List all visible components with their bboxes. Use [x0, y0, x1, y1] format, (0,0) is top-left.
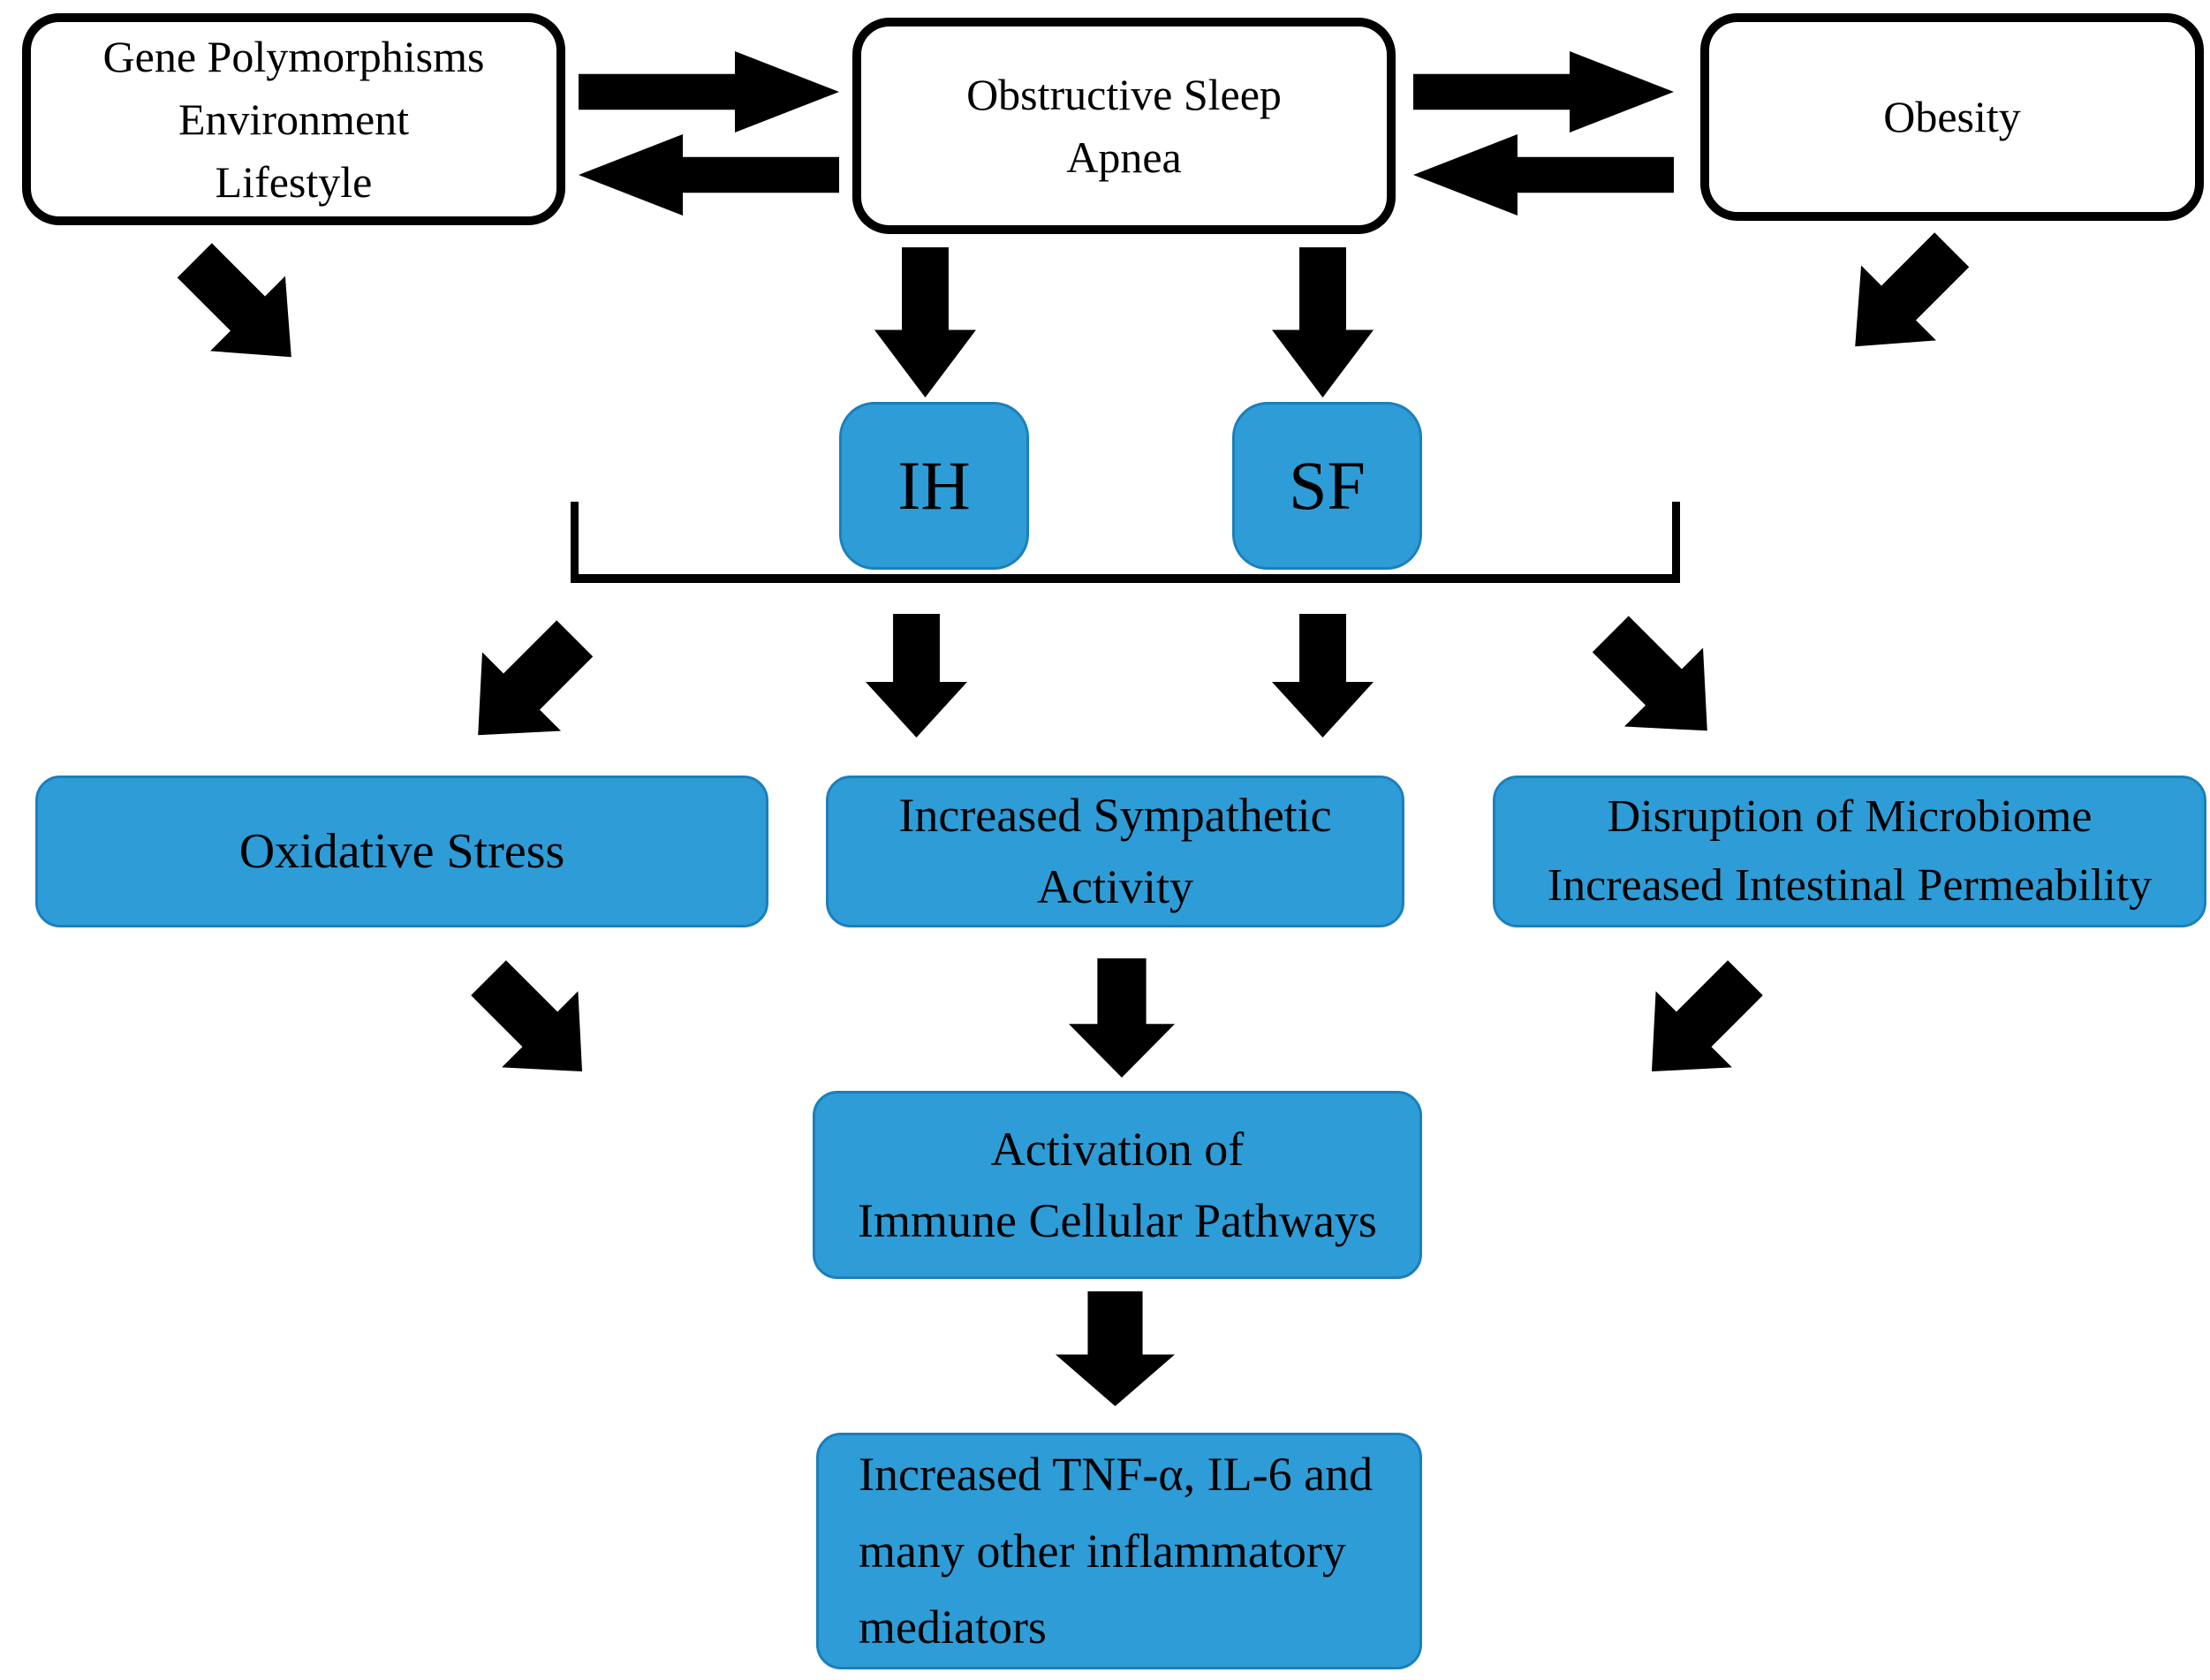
- node-label: Increased Sympathetic Activity: [898, 789, 1332, 913]
- arrow-left-icon: [579, 134, 839, 216]
- arrow-down-icon: [866, 614, 967, 738]
- node-sf: SF: [1232, 402, 1422, 570]
- node-oxidative-stress: Oxidative Stress: [35, 776, 768, 927]
- node-label: Disruption of Microbiome Increased Intes…: [1547, 791, 2153, 911]
- node-label: Obstructive Sleep Apnea: [966, 69, 1282, 182]
- node-label: IH: [897, 446, 971, 524]
- grouping-bracket: [571, 502, 1680, 583]
- node-microbiome-disruption-permeability: Disruption of Microbiome Increased Intes…: [1493, 776, 2206, 927]
- arrow-diagonal-down-right-icon: [1571, 594, 1747, 770]
- arrow-down-icon: [1272, 247, 1374, 397]
- arrow-down-icon: [1056, 1291, 1175, 1406]
- node-label: Oxidative Stress: [238, 823, 565, 879]
- node-label: SF: [1289, 446, 1366, 524]
- arrow-diagonal-down-left-icon: [1818, 212, 1989, 383]
- node-increased-sympathetic-activity: Increased Sympathetic Activity: [826, 776, 1404, 927]
- arrow-down-icon: [1069, 958, 1175, 1078]
- node-obstructive-sleep-apnea: Obstructive Sleep Apnea: [852, 18, 1396, 234]
- arrow-left-icon: [1413, 134, 1674, 216]
- arrow-right-icon: [1413, 51, 1674, 132]
- node-gene-polymorphisms-environment-lifestyle: Gene Polymorphisms Environment Lifestyle: [22, 13, 565, 225]
- node-activation-immune-cellular-pathways: Activation of Immune Cellular Pathways: [813, 1091, 1422, 1279]
- node-label: Activation of Immune Cellular Pathways: [858, 1122, 1377, 1247]
- node-label: Gene Polymorphisms Environment Lifestyle: [102, 31, 485, 207]
- node-label: Increased TNF-α, IL-6 and many other inf…: [859, 1448, 1374, 1654]
- arrow-diagonal-down-left-icon: [439, 599, 615, 775]
- node-inflammatory-mediators: Increased TNF-α, IL-6 and many other inf…: [816, 1433, 1422, 1669]
- node-obesity: Obesity: [1700, 13, 2204, 221]
- arrow-down-icon: [874, 247, 976, 397]
- arrow-right-icon: [579, 51, 839, 132]
- node-label: Obesity: [1883, 92, 2021, 141]
- arrow-diagonal-down-right-icon: [450, 940, 620, 1109]
- arrow-down-icon: [1272, 614, 1374, 738]
- node-ih: IH: [839, 402, 1029, 570]
- arrow-diagonal-down-left-icon: [1614, 940, 1783, 1109]
- arrow-diagonal-down-right-icon: [157, 223, 329, 394]
